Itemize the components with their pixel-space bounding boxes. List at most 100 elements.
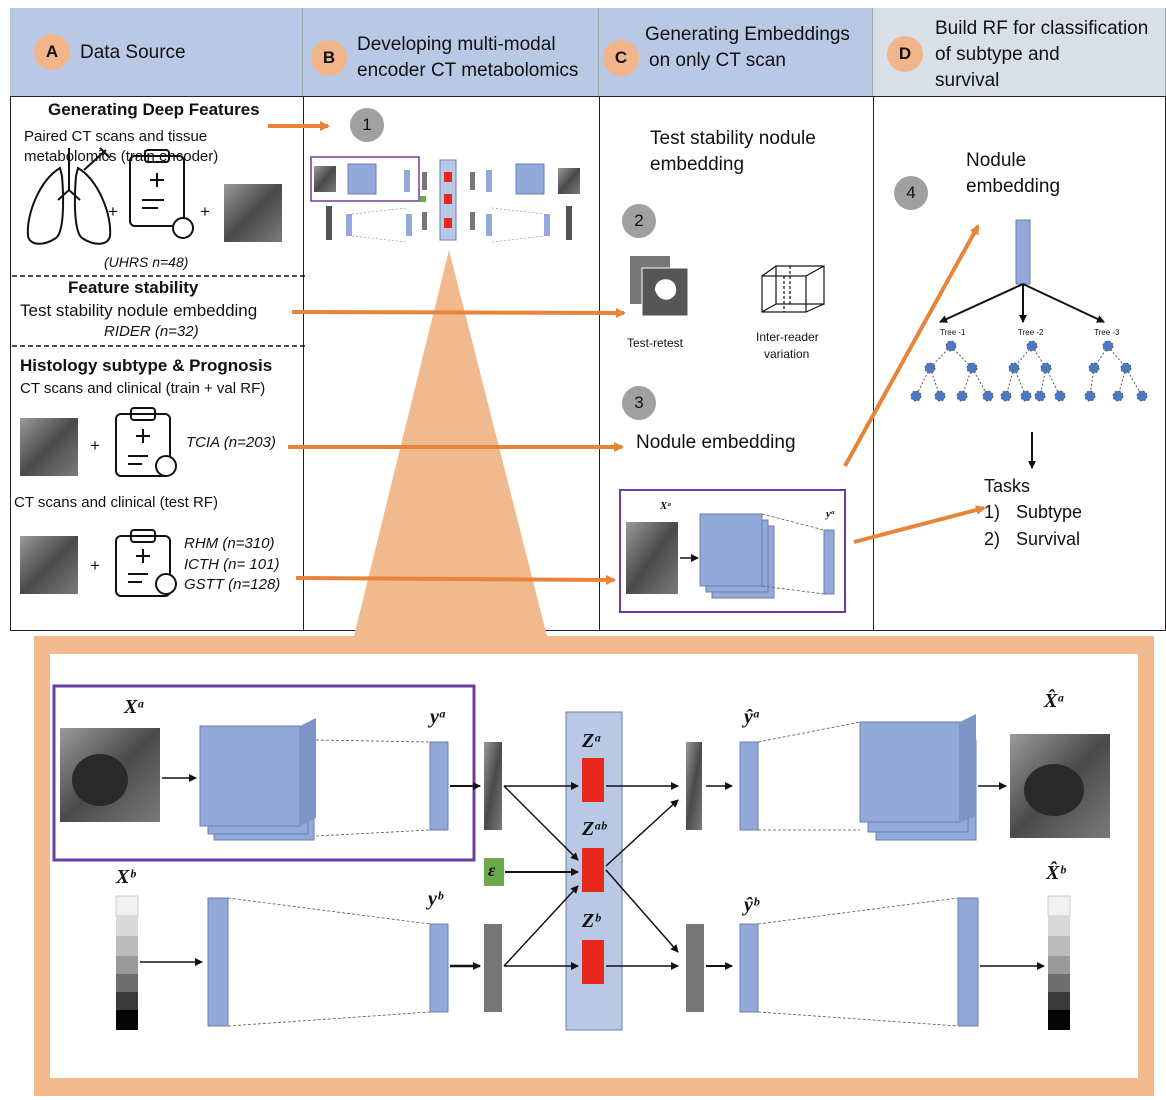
yb-label: yᵇ xyxy=(428,888,443,910)
icth-label: ICTH (n= 101) xyxy=(184,556,280,573)
xhat-a-label: X̂ᵃ xyxy=(1044,690,1064,712)
deep-features-heading: Generating Deep Features xyxy=(48,100,260,119)
header-d-title-1: Build RF for classification xyxy=(935,18,1149,39)
arrow-to-tasks xyxy=(853,505,986,544)
deep-features-desc-2: metabolomics (train encoder) xyxy=(24,148,219,165)
arrow-test xyxy=(295,574,616,585)
header-d-title-3: survival xyxy=(935,70,1000,91)
badge-d: D xyxy=(887,36,923,72)
xb-grayscale-bar xyxy=(115,895,139,1030)
d-nodule-embedding-1: Nodule xyxy=(966,150,1027,171)
yhat-a-bar xyxy=(739,741,759,831)
za-label: Zᵃ xyxy=(582,730,601,752)
xb-label: Xᵇ xyxy=(116,866,136,888)
ya-latent xyxy=(484,742,502,830)
step-1: 1 xyxy=(350,108,384,142)
clipboard-icon-2 xyxy=(115,407,177,477)
tree-1-label: Tree -1 xyxy=(940,328,966,337)
xa-label: Xᵃ xyxy=(124,696,144,718)
badge-a: A xyxy=(34,34,70,70)
ct-scan-thumb-2 xyxy=(20,418,78,476)
header-c-title-1: Generating Embeddings xyxy=(645,24,850,45)
lungs-icon xyxy=(26,147,112,245)
test-retest-label: Test-retest xyxy=(627,336,684,350)
plus-2: + xyxy=(200,202,210,221)
d-nodule-embedding-2: embedding xyxy=(966,176,1061,197)
ct-scan-thumb-1 xyxy=(224,184,282,242)
badge-c: C xyxy=(603,40,639,76)
test-desc: CT scans and clinical (test RF) xyxy=(14,494,218,511)
tree-3 xyxy=(1084,340,1148,402)
mini-ct-in xyxy=(314,166,336,192)
header-c: C Generating Embeddings on only CT scan xyxy=(599,8,873,96)
mini-ya-label: yᵃ xyxy=(826,508,835,520)
embedding-bar-d xyxy=(1015,219,1031,285)
inter-reader-icon xyxy=(761,265,825,313)
c-stability-title-2: embedding xyxy=(650,154,745,175)
tree-3-label: Tree -3 xyxy=(1094,328,1120,337)
ya-bar xyxy=(429,741,449,831)
inter-reader-label-2: variation xyxy=(764,347,810,361)
arrow-to-nodule-d xyxy=(843,224,980,467)
yhat-a-label: ŷᵃ xyxy=(744,706,759,728)
histology-desc: CT scans and clinical (train + val RF) xyxy=(20,380,266,397)
xhat-b-decoder-bar xyxy=(957,897,979,1027)
task-1-label: Subtype xyxy=(1016,502,1083,522)
inter-reader-label-1: Inter-reader xyxy=(756,330,819,344)
ya-label: yᵃ xyxy=(430,706,445,728)
mini-xa-label: Xᵃ xyxy=(660,500,671,512)
xb-encoder-bar xyxy=(207,897,229,1027)
task-1-num: 1) xyxy=(984,502,1001,522)
zb-bar xyxy=(582,940,604,984)
header-a-title: Data Source xyxy=(80,42,186,63)
ct-scan-thumb-3 xyxy=(20,536,78,594)
tcia-label: TCIA (n=203) xyxy=(186,434,276,451)
histology-heading: Histology subtype & Prognosis xyxy=(20,356,273,375)
gstt-label: GSTT (n=128) xyxy=(184,576,281,593)
encoder-a-frame xyxy=(52,684,476,862)
rider-label: RIDER (n=32) xyxy=(104,323,199,340)
tree-1 xyxy=(910,340,994,402)
header-b-title-1: Developing multi-modal xyxy=(357,34,556,55)
xhat-b-label: X̂ᵇ xyxy=(1046,862,1066,884)
task-2-label: Survival xyxy=(1016,529,1081,549)
header-d-title-2: of subtype and xyxy=(935,44,1060,65)
header-d: D Build RF for classification of subtype… xyxy=(873,8,1166,96)
clipboard-icon-1 xyxy=(129,149,194,239)
zab-bar xyxy=(582,848,604,892)
rhm-label: RHM (n=310) xyxy=(184,535,275,552)
tree-2-label: Tree -2 xyxy=(1018,328,1044,337)
step-2: 2 xyxy=(622,204,656,238)
tree-2 xyxy=(1000,340,1066,402)
yb-latent xyxy=(484,924,502,1012)
mini-encoder-c-ct xyxy=(626,522,678,594)
yhat-a-latent xyxy=(686,742,702,830)
zb-label: Zᵇ xyxy=(582,910,601,932)
c-stability-title-1: Test stability nodule xyxy=(650,128,816,149)
header-b: B Developing multi-modal encoder CT meta… xyxy=(303,8,599,96)
epsilon-label: ε xyxy=(488,860,496,880)
yb-bar xyxy=(429,923,449,1013)
mini-encoder-frame xyxy=(310,156,420,202)
plus-1: + xyxy=(108,202,118,221)
header-a: A Data Source xyxy=(10,8,303,96)
yhat-b-latent xyxy=(686,924,704,1012)
stability-heading: Feature stability xyxy=(68,278,199,297)
xhat-b-grayscale-bar xyxy=(1047,895,1071,1030)
uhrs-label: (UHRS n=48) xyxy=(104,254,189,270)
header-b-title-2: encoder CT metabolomics xyxy=(357,60,579,81)
step-3: 3 xyxy=(622,386,656,420)
task-2-num: 2) xyxy=(984,529,1001,549)
badge-b: B xyxy=(311,40,347,76)
header-c-title-2: on only CT scan xyxy=(649,50,786,71)
deep-features-desc-1: Paired CT scans and tissue xyxy=(24,128,208,145)
stability-desc: Test stability nodule embedding xyxy=(20,301,258,320)
arrow-stability xyxy=(291,307,626,318)
c-nodule-embedding: Nodule embedding xyxy=(636,432,796,453)
tasks-label: Tasks xyxy=(984,476,1031,496)
yhat-b-bar xyxy=(739,923,759,1013)
clipboard-icon-3 xyxy=(115,529,177,597)
yhat-b-label: ŷᵇ xyxy=(744,894,759,916)
zab-label: Zᵃᵇ xyxy=(582,818,606,840)
